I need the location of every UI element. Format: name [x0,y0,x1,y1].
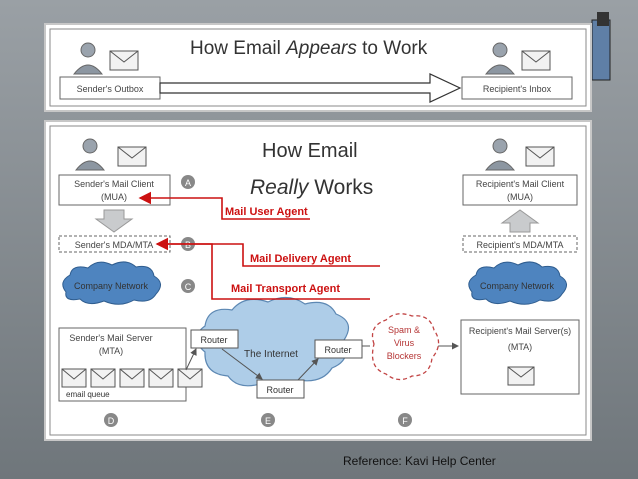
recipient-mail-server-sub: (MTA) [508,342,532,352]
sender-company-network-label: Company Network [74,281,149,291]
letter-e: E [261,413,275,427]
recipient-mda-label: Recipient's MDA/MTA [476,240,563,250]
main-title-line1: How Email [262,140,358,162]
recipient-server-envelope-icon [507,366,535,386]
sender-mail-server-label: Sender's Mail Server [69,333,152,343]
sender-envelope-icon [109,50,139,71]
recipients-inbox-box [461,76,573,100]
letter-f: F [398,413,412,427]
sender-envelope-icon-2 [117,146,147,167]
recipient-mail-server-label: Recipient's Mail Server(s) [469,326,571,336]
router-right-label: Router [324,345,351,355]
mail-user-agent-label: Mail User Agent [225,206,308,218]
svg-text:A: A [185,178,191,188]
top-title: How Email Appears to Work [190,38,428,59]
sender-mail-client-label: Sender's Mail Client [74,179,154,189]
letter-d: D [104,413,118,427]
main-panel: How Email Really Works Sender's Mail Cli… [44,120,592,441]
mail-transport-agent-label: Mail Transport Agent [231,283,340,295]
spam-virus-blockers [371,313,440,381]
recipient-person-icon [484,42,516,75]
svg-text:D: D [108,416,115,426]
main-title-line2: Really Works [250,176,373,199]
svg-text:B: B [185,240,191,250]
mail-delivery-agent-label: Mail Delivery Agent [250,253,351,265]
senders-outbox-label: Sender's Outbox [77,84,144,94]
recipient-person-icon-2 [484,138,516,171]
recipient-mail-client-box [462,174,578,206]
annotations: Mail User Agent Mail Delivery Agent Mail… [138,191,380,300]
svg-text:F: F [402,416,408,426]
recipient-mail-client-sub: (MUA) [507,192,533,202]
spam-label-2: Virus [394,338,415,348]
top-panel: How Email Appears to Work Sender's Outbo… [44,23,592,112]
sender-mail-client-sub: (MUA) [101,192,127,202]
edge-decoration [591,12,611,81]
mua-arrow [138,191,310,220]
sender-mail-server-sub: (MTA) [99,346,123,356]
recipient-mda-box [462,235,578,253]
email-queue-label: email queue [66,390,110,399]
connector-router-router-right [297,358,319,381]
router-right-box [314,339,363,359]
internet-label: The Internet [244,349,298,360]
letter-a: A [181,175,195,189]
internet-cloud [195,296,350,388]
sender-down-arrow [94,209,134,233]
recipient-envelope-icon-2 [525,146,555,167]
letter-c: C [181,279,195,293]
sender-person-icon [72,42,104,75]
router-bottom-label: Router [266,385,293,395]
recipient-company-network-label: Company Network [480,281,555,291]
connector-server-router [185,348,197,371]
svg-text:C: C [185,282,192,292]
recipient-company-network-cloud [468,261,567,305]
router-left-label: Router [200,335,227,345]
svg-text:E: E [265,416,271,426]
sender-mda-label: Sender's MDA/MTA [75,240,154,250]
recipient-up-arrow [500,209,540,233]
mta-arrow [157,243,370,300]
sender-mail-server-box [58,327,187,402]
sender-mail-client-box [58,174,171,206]
router-left-box [190,329,239,349]
sender-company-network-cloud [62,261,161,305]
direct-arrow [159,73,462,103]
spam-label-3: Blockers [387,351,422,361]
sender-person-icon-2 [74,138,106,171]
router-bottom-box [256,379,305,399]
connector-router-router-bottom [221,348,263,380]
sender-mda-box [58,235,171,253]
email-queue-envelopes [61,368,174,388]
recipient-envelope-icon [521,50,551,71]
recipient-mail-client-label: Recipient's Mail Client [476,179,565,189]
recipients-inbox-label: Recipient's Inbox [483,84,552,94]
reference-caption: Reference: Kavi Help Center [343,454,496,468]
spam-label-1: Spam & [388,325,420,335]
